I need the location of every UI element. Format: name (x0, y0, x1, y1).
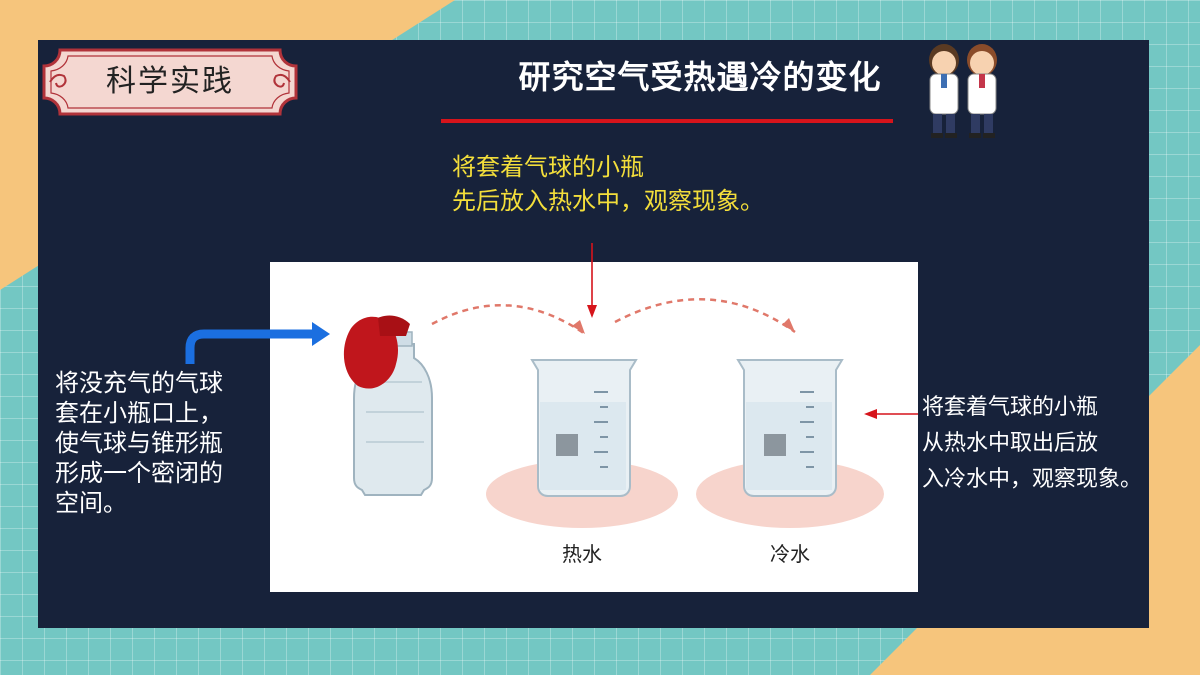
hot-beaker-icon (530, 359, 638, 497)
right-instruction: 将套着气球的小瓶 从热水中取出后放 入冷水中，观察现象。 (922, 390, 1142, 498)
title-underline (441, 119, 893, 123)
cold-beaker-icon (736, 359, 844, 497)
section-badge: 科学实践 (42, 48, 298, 116)
slide-title: 研究空气受热遇冷的变化 (518, 58, 882, 96)
badge-frame-icon (42, 48, 298, 116)
experiment-diagram: 热水 冷水 (270, 262, 918, 592)
balloon-bottle-icon (343, 315, 433, 496)
left-instruction: 将没充气的气球 套在小瓶口上， 使气球与锥形瓶 形成一个密闭的 空间。 (55, 368, 270, 518)
red-arrow-icon (587, 243, 597, 318)
experiment-illustration (343, 298, 884, 528)
left-instruction-line-3: 使气球与锥形瓶 (55, 429, 223, 457)
top-instruction: 将套着气球的小瓶 先后放入热水中，观察现象。 (452, 150, 764, 218)
blue-arrow-icon (185, 329, 314, 364)
top-instruction-line-2: 先后放入热水中，观察现象。 (452, 187, 764, 215)
left-instruction-line-4: 形成一个密闭的 (55, 459, 223, 487)
hot-water-label: 热水 (562, 542, 602, 566)
right-instruction-line-1: 将套着气球的小瓶 (922, 395, 1099, 420)
cold-water-label: 冷水 (770, 542, 810, 566)
left-instruction-line-1: 将没充气的气球 (55, 369, 223, 397)
scientist-kids-icon (929, 44, 997, 138)
left-instruction-line-5: 空间。 (55, 489, 127, 517)
badge-label: 科学实践 (106, 64, 234, 99)
left-instruction-line-2: 套在小瓶口上， (55, 399, 223, 427)
red-arrow-left-icon (864, 409, 918, 419)
top-instruction-line-1: 将套着气球的小瓶 (452, 153, 644, 181)
right-instruction-line-2: 从热水中取出后放 (922, 431, 1099, 456)
right-instruction-line-3: 入冷水中，观察现象。 (922, 467, 1143, 492)
